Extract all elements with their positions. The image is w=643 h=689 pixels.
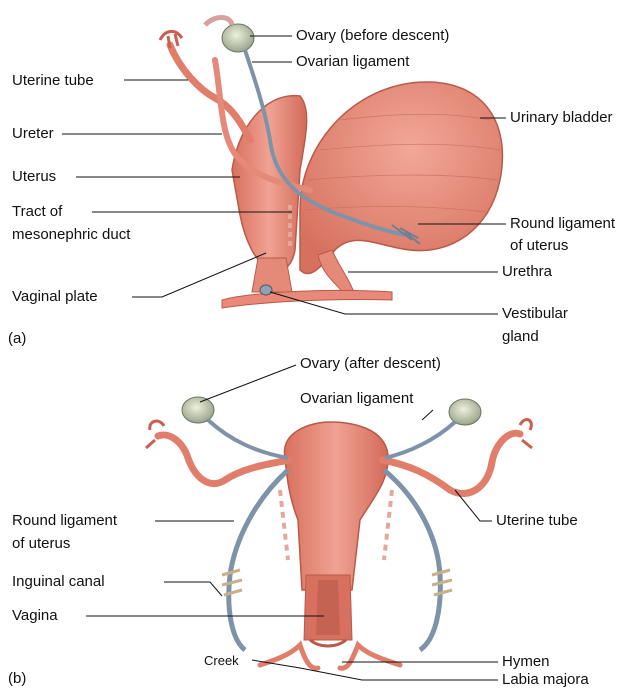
uterine-tube-left-b: [158, 435, 290, 484]
label-uterus: Uterus: [12, 168, 56, 186]
ovarian-ligament-left-b: [208, 420, 288, 458]
round-ligament-left-b: [229, 470, 288, 650]
label-round-ligament-a-line1: Round ligament: [510, 215, 615, 233]
label-vagina: Vagina: [12, 607, 58, 625]
label-tract-line1: Tract of: [12, 203, 62, 221]
panel-a-tag: (a): [8, 330, 26, 347]
inguinal-canal-right-b: [432, 570, 452, 595]
label-creek: Creek: [204, 652, 239, 670]
label-vestibular-line1: Vestibular: [502, 305, 568, 323]
label-inguinal-canal: Inguinal canal: [12, 573, 105, 591]
labia-majora-right-b: [340, 645, 400, 668]
base-shape-a: [222, 290, 392, 308]
label-vaginal-plate: Vaginal plate: [12, 288, 98, 306]
inguinal-canal-left-b: [222, 570, 242, 595]
vagina-lumen: [316, 580, 340, 635]
round-ligament-right-b: [384, 470, 440, 650]
vaginal-plate-shape: [252, 258, 292, 292]
hymen-shape: [310, 640, 346, 646]
uterus-shape-b: [284, 422, 388, 590]
label-round-ligament-a-line2: of uterus: [510, 237, 568, 255]
ovary-before-shape: [222, 24, 254, 52]
uterine-tube-shape-a: [170, 45, 250, 140]
label-round-ligament-b-line2: of uterus: [12, 535, 70, 553]
ovary-capsule-a: [205, 18, 232, 26]
fimbriae-shape-a: [160, 31, 182, 48]
label-uterine-tube-a: Uterine tube: [12, 72, 94, 90]
vestibular-gland-shape: [260, 285, 272, 295]
mesonephric-remnant-right-b: [384, 490, 392, 560]
label-tract-line2: mesonephric duct: [12, 226, 130, 244]
label-ureter: Ureter: [12, 125, 54, 143]
label-ovarian-ligament-a: Ovarian ligament: [296, 53, 409, 71]
label-round-ligament-b-line1: Round ligament: [12, 512, 117, 530]
label-labia-majora: Labia majora: [502, 671, 589, 689]
mesonephric-remnant-left-b: [280, 490, 288, 560]
label-vestibular-line2: gland: [502, 328, 539, 346]
label-ovarian-ligament-b: Ovarian ligament: [300, 390, 413, 408]
label-uterine-tube-b: Uterine tube: [496, 512, 578, 530]
label-ovary-after-descent: Ovary (after descent): [300, 355, 441, 373]
labia-majora-left-b: [260, 645, 318, 668]
label-ovary-before-descent: Ovary (before descent): [296, 27, 449, 45]
label-hymen: Hymen: [502, 653, 550, 671]
panel-b-illustration: [146, 397, 532, 668]
panel-b-tag: (b): [8, 670, 26, 687]
label-urinary-bladder: Urinary bladder: [510, 109, 613, 127]
ovarian-ligament-right-b: [385, 422, 455, 458]
label-urethra: Urethra: [502, 263, 552, 281]
